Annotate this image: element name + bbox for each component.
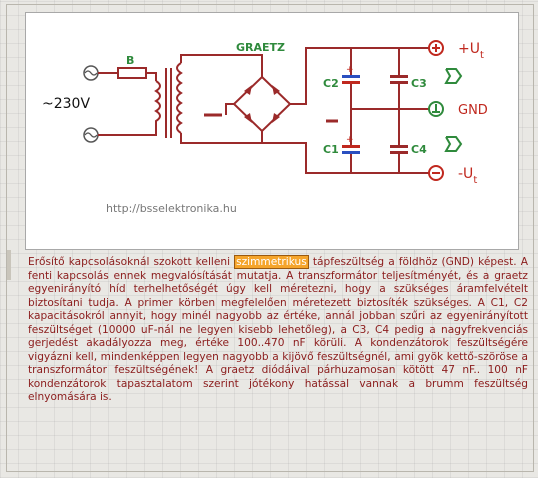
- plus-output-label: +Ut: [458, 41, 484, 61]
- minus-output-label: -Ut: [458, 166, 477, 186]
- output-arrow-upper: [444, 68, 463, 84]
- mains-label: ~230V: [42, 96, 90, 112]
- side-marker: [7, 250, 11, 280]
- fuse-label: B: [126, 54, 134, 67]
- svg-text:+: +: [346, 135, 354, 145]
- article-text-rest: tápfeszültség a földhöz (GND) képest. A …: [28, 256, 528, 404]
- mains-input-bottom: [83, 127, 99, 143]
- content-frame: [6, 4, 534, 472]
- watermark: http://bsselektronika.hu: [106, 202, 237, 215]
- capacitor-c1: +: [342, 109, 360, 173]
- transformer-secondary: [176, 62, 183, 134]
- fuse: [117, 67, 147, 79]
- c3-label: C3: [411, 77, 427, 90]
- c1-label: C1: [323, 143, 339, 156]
- c2-label: C2: [323, 77, 339, 90]
- terminal-plus: [428, 40, 444, 56]
- capacitor-c2: +: [342, 48, 360, 109]
- mains-input-top: [83, 65, 99, 81]
- terminal-minus: [428, 165, 444, 181]
- c4-label: C4: [411, 143, 427, 156]
- schematic-diagram: + +: [42, 40, 488, 215]
- bridge-label: GRAETZ: [236, 41, 285, 54]
- transformer-primary: [154, 80, 161, 125]
- graetz-bridge: [232, 75, 292, 133]
- article-text-start: Erősítő kapcsolásoknál szokott kelleni: [28, 256, 235, 268]
- svg-text:+: +: [346, 65, 354, 75]
- article-text: Erősítő kapcsolásoknál szokott kelleni s…: [28, 255, 528, 466]
- capacitor-c4: [390, 109, 408, 173]
- terminal-gnd: [428, 101, 444, 117]
- output-arrow-lower: [444, 136, 463, 152]
- gnd-label: GND: [458, 103, 488, 118]
- capacitor-c3: [390, 48, 408, 109]
- schematic-panel: + +: [25, 12, 519, 250]
- highlighted-word: szimmetrikus: [234, 255, 309, 269]
